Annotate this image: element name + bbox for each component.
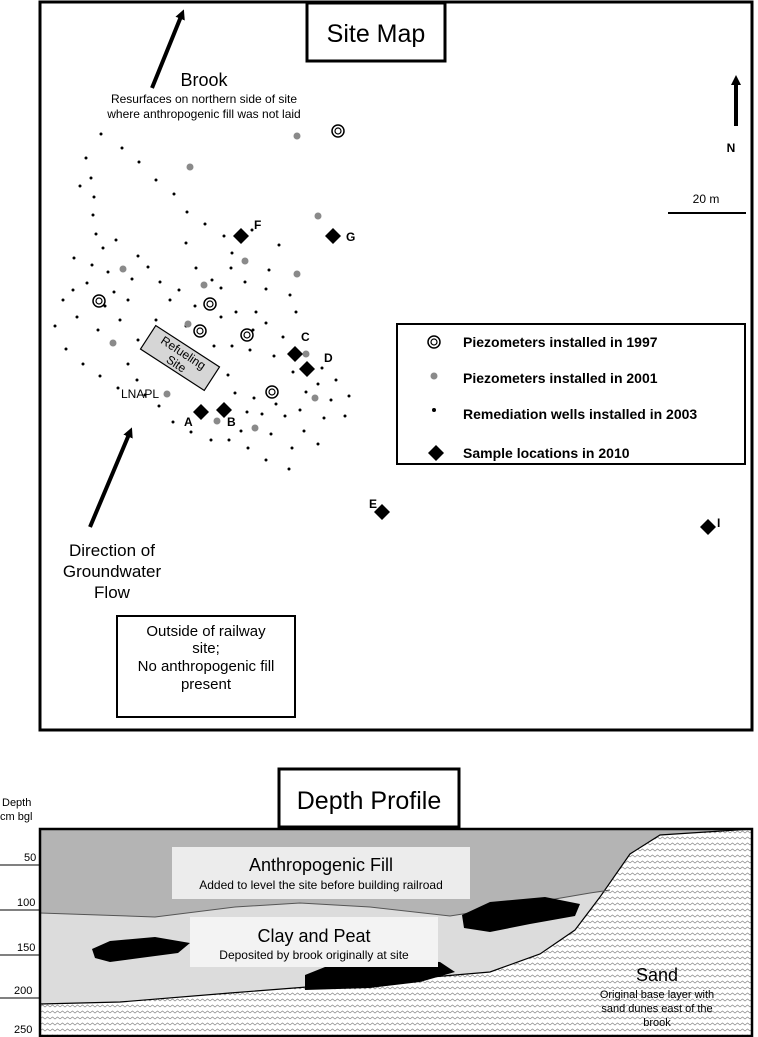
depth-profile-title-box [277, 767, 461, 829]
sample-e-label: E [369, 497, 377, 511]
sand-desc-line3: brook [643, 1017, 671, 1029]
sand-title: Sand [636, 965, 678, 985]
sample-e-marker [374, 504, 390, 520]
outside-site-box [116, 615, 296, 718]
sample-g-marker [325, 228, 341, 244]
fill-clay-boundary [39, 889, 611, 918]
sample-i-label: I [717, 516, 720, 530]
piezometers-2001 [109, 132, 322, 432]
clay-label-box [190, 917, 438, 967]
outside-line3: No anthropogenic fill [138, 658, 275, 675]
sample-i-marker [700, 519, 716, 535]
piezometer-1997-icon [331, 124, 345, 138]
gray-dot-icon [430, 372, 438, 380]
sample-f-label: F [254, 218, 261, 232]
sand-desc-line1: Original base layer with [600, 989, 714, 1001]
lens-right [462, 897, 580, 932]
sample-g-label: G [346, 230, 355, 244]
piezometer-1997-icon [92, 294, 106, 308]
groundwater-line1: Direction of [69, 541, 155, 560]
north-label: N [727, 141, 736, 155]
depth-tick-250: 250 [14, 1024, 32, 1036]
fill-desc: Added to level the site before building … [199, 878, 443, 892]
fill-title: Anthropogenic Fill [249, 855, 393, 875]
depth-tick-50: 50 [24, 852, 36, 864]
outside-line2: site; [192, 640, 220, 657]
scale-label: 20 m [693, 192, 720, 206]
lens-left [92, 937, 190, 962]
piezometer-1997-icon [203, 297, 217, 311]
sample-a-label: A [184, 415, 193, 429]
outside-line4: present [181, 676, 232, 693]
sample-d-marker [299, 361, 315, 377]
brook-label: Brook [180, 70, 228, 90]
lens-middle [305, 960, 455, 990]
legend-label-2010: Sample locations in 2010 [463, 445, 630, 461]
clay-desc: Deposited by brook originally at site [219, 948, 409, 962]
clay-title: Clay and Peat [257, 926, 370, 946]
site-map: Site Map Brook Resurfaces on northern si… [38, 0, 754, 732]
depth-profile: Depth cm bgl Depth Profile 50 100 150 20… [0, 767, 754, 1037]
depth-axis-title-line2: cm bgl [0, 811, 32, 823]
depth-axis-title-line1: Depth [2, 797, 31, 809]
remediation-wells [53, 132, 351, 471]
outside-line1: Outside of railway [146, 623, 266, 640]
diamond-icon [428, 445, 444, 461]
sample-a-marker [193, 404, 209, 420]
sample-f-marker [233, 228, 249, 244]
site-map-title-box [305, 1, 447, 63]
legend-label-1997: Piezometers installed in 1997 [463, 334, 658, 350]
depth-ticks [0, 864, 40, 999]
site-map-title: Site Map [327, 20, 426, 48]
depth-tick-200: 200 [14, 985, 32, 997]
brook-note-line1: Resurfaces on northern side of site [111, 92, 297, 106]
sample-c-marker [287, 346, 303, 362]
piezometer-1997-icon [240, 328, 254, 342]
lnapl-label: LNAPL [121, 387, 159, 401]
sample-b-label: B [227, 415, 236, 429]
piezometer-1997-icon [193, 324, 207, 338]
legend-box [396, 323, 746, 465]
depth-tick-150: 150 [17, 942, 35, 954]
depth-tick-100: 100 [17, 897, 35, 909]
legend: Piezometers installed in 1997 Piezometer… [396, 323, 746, 465]
piezometer-1997-icon [427, 335, 441, 349]
fill-label-box [172, 847, 470, 899]
depth-profile-frame [38, 827, 754, 1037]
legend-label-2003: Remediation wells installed in 2003 [463, 406, 697, 422]
brook-arrow [150, 9, 185, 89]
piezometer-1997-icon [265, 385, 279, 399]
groundwater-arrow [88, 427, 133, 528]
black-dot-icon [432, 408, 436, 412]
sample-b-marker [216, 402, 232, 418]
groundwater-line2: Groundwater [63, 562, 162, 581]
sample-c-label: C [301, 330, 310, 344]
sample-d-label: D [324, 351, 333, 365]
brook-note-line2: where anthropogenic fill was not laid [106, 107, 300, 121]
piezometers-1997 [92, 124, 345, 399]
groundwater-line3: Flow [94, 583, 131, 602]
sand-desc-line2: sand dunes east of the [601, 1003, 712, 1015]
sample-locations [193, 228, 716, 713]
depth-profile-title: Depth Profile [297, 787, 442, 815]
legend-label-2001: Piezometers installed in 2001 [463, 370, 658, 386]
